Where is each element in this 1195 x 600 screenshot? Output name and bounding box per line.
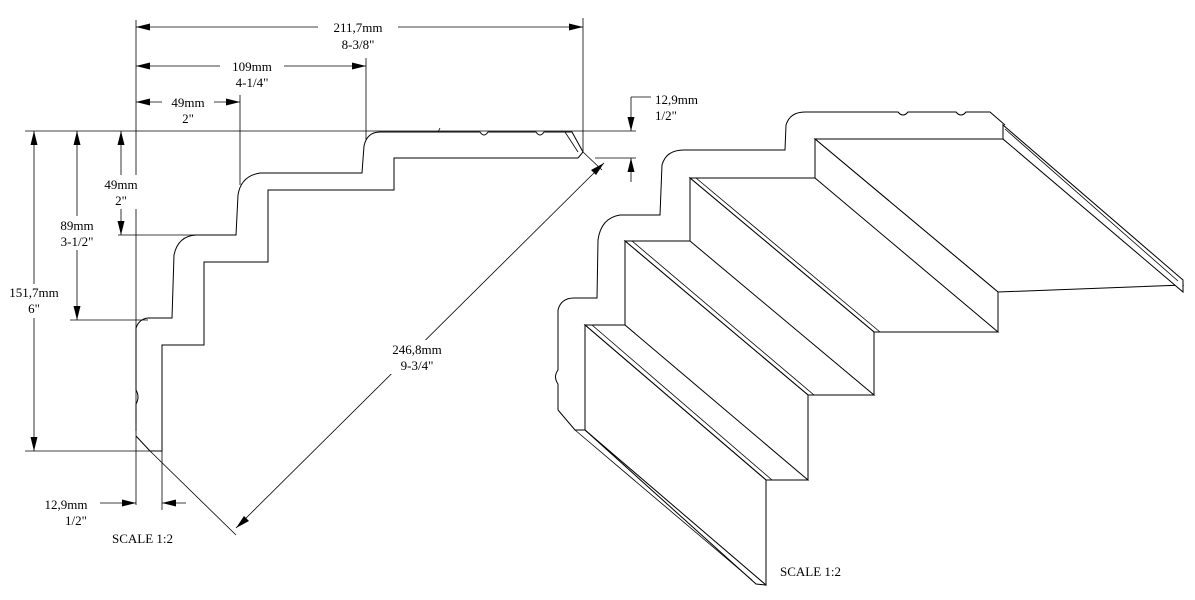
arrow-first-width-right (226, 98, 240, 106)
profile-outer-outline (135, 131, 584, 431)
dim-diagonal-mm: 246,8mm (392, 342, 441, 357)
arrow-first-width-left (136, 98, 150, 106)
dim-second-width-mask (220, 58, 284, 92)
iso-scale-label: SCALE 1:2 (780, 564, 841, 579)
arrow-bottom-thickness-right (122, 499, 136, 507)
iso-tread-2-nose-line (631, 240, 815, 396)
iso-bottom-edge (557, 409, 767, 586)
arrow-top-thickness-down (627, 117, 635, 131)
dim-top-thickness-mm: 12,9mm (655, 92, 698, 107)
dim-first-rise-mask (100, 175, 142, 209)
dim-total-width-mask (318, 18, 398, 54)
arrow-total-width-left (136, 23, 150, 31)
arrow-second-rise-up (73, 131, 81, 145)
arrow-second-width-right (352, 62, 366, 70)
dim-second-width-in: 4-1/4" (236, 75, 269, 90)
dim-bottom-thickness-mm: 12,9mm (45, 497, 88, 512)
dim-total-width-in: 8-3/8" (342, 37, 375, 52)
dim-second-rise-mm: 89mm (60, 218, 93, 233)
dim-diagonal-in: 9-3/4" (401, 358, 434, 373)
arrow-second-width-left (136, 62, 150, 70)
arrow-first-rise-up (117, 131, 125, 145)
iso-tread-4-nose-line (1004, 128, 1179, 282)
dim-first-width-mask (162, 94, 214, 126)
arrow-second-rise-down (73, 306, 81, 320)
arrow-total-height-down (30, 437, 38, 451)
dim-first-rise-mm: 49mm (104, 177, 137, 192)
isometric-view: SCALE 1:2 (555, 111, 1185, 587)
dim-second-width-mm: 109mm (232, 59, 272, 74)
dim-second-rise-mask (52, 216, 102, 250)
arrow-diagonal-lower (236, 516, 249, 528)
dim-first-width-mm: 49mm (171, 95, 204, 110)
profile-inner-outline (135, 157, 578, 452)
arrow-first-rise-down (117, 221, 125, 235)
dim-top-thickness-in: 1/2" (655, 108, 677, 123)
profile-view: 211,7mm 8-3/8" 109mm 4-1/4" 49mm 2" 12,9… (2, 18, 698, 546)
dim-bottom-thickness-in: 1/2" (65, 513, 87, 528)
profile-nose-line (564, 131, 579, 153)
dim-total-height-in: 6" (28, 301, 40, 316)
dim-total-height-mask (2, 284, 66, 318)
arrow-top-thickness-up (627, 158, 635, 172)
arrow-total-height-up (30, 131, 38, 145)
profile-scale-label: SCALE 1:2 (112, 531, 173, 546)
iso-back-outline (555, 111, 1006, 410)
dim-total-height-mm: 151,7mm (9, 285, 58, 300)
iso-tread-3-nose-line (695, 177, 881, 333)
dim-diagonal-mask (382, 340, 452, 374)
arrow-total-width-right (569, 23, 583, 31)
iso-bottom-inner-line (574, 429, 753, 581)
dim-first-rise-in: 2" (115, 193, 127, 208)
arrow-bottom-thickness-left (162, 499, 176, 507)
iso-tread-1-nose-line (591, 324, 773, 481)
arrow-diagonal-upper (591, 163, 604, 175)
profile-ext-diag-a (149, 450, 237, 536)
dim-second-rise-in: 3-1/2" (61, 234, 94, 249)
dim-total-width-mm: 211,7mm (334, 20, 383, 35)
dim-first-width-in: 2" (182, 111, 194, 126)
